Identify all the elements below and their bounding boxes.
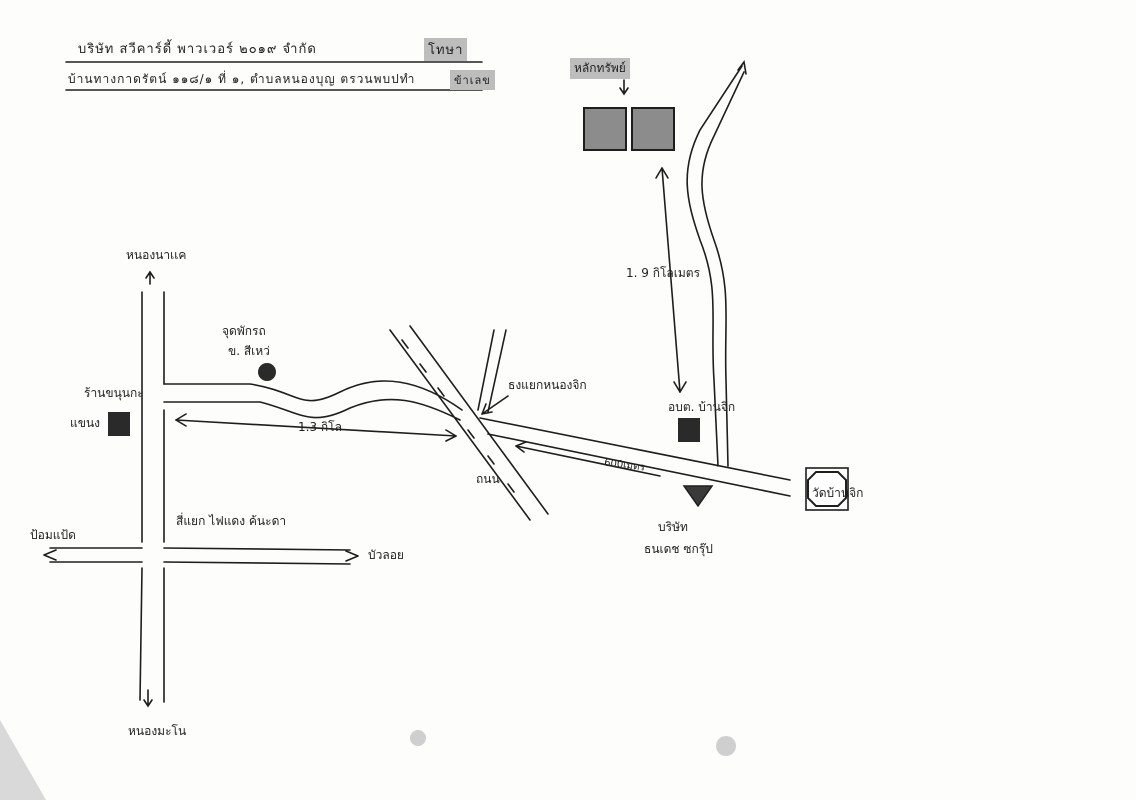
road-winding-north-edge <box>163 380 463 411</box>
company-label: บริษัท <box>658 520 688 534</box>
pointer-market <box>619 79 629 96</box>
scan-hole <box>716 736 736 756</box>
market-building-icon <box>631 107 675 151</box>
rest-stop-label: จุดพักรถ <box>222 324 266 338</box>
highway-center-dashes <box>401 339 515 493</box>
road-north-spur <box>477 329 507 413</box>
east-road-label: บัวลอย <box>368 548 404 562</box>
road-winding-south-edge <box>163 398 461 421</box>
distance-vertical-label: 1. 9 กิโลเมตร <box>626 266 701 280</box>
arrow-south-road <box>143 689 153 708</box>
road-north-west-edge <box>686 65 743 467</box>
distance-left-label: 1.3 กิโล <box>298 420 342 434</box>
distance-arrow-left <box>175 419 457 437</box>
market-building-icon <box>583 107 627 151</box>
road-horizontal-north-edge <box>49 547 351 551</box>
arrow-north-road <box>145 270 155 285</box>
header-address-tag: ข้าเลข <box>450 70 495 90</box>
company-label-sub: ธนเดช ซกรุ๊ป <box>644 542 713 556</box>
junction-road-label: ถนน <box>476 472 500 486</box>
distance-arrow-company <box>515 445 661 477</box>
temple-box <box>805 467 849 511</box>
road-temple-north-edge <box>479 417 791 481</box>
highway-diagonal-west-edge <box>389 329 531 521</box>
office-square-icon <box>678 418 700 442</box>
junction-label: ธงแยกหนองจิก <box>508 378 587 392</box>
arrow-east-road <box>345 550 359 562</box>
temple-label: วัดบ้านจิก <box>812 486 864 500</box>
scan-hole <box>410 730 426 746</box>
road-north-east-edge <box>701 71 745 467</box>
header-company-line: บริษัท สวีคาร์ดี้ พาวเวอร์ ๒๐๑๙ จำกัด <box>78 42 317 57</box>
shop-label: ร้านขนุนกะ <box>84 386 144 400</box>
pointer-junction <box>481 395 509 415</box>
road-horizontal-south-edge <box>49 561 351 565</box>
shop-label-sub: แขนง <box>70 416 100 430</box>
rest-stop-dot-icon <box>258 363 276 381</box>
office-label: อบต. บ้านจิก <box>668 400 736 414</box>
west-road-label: ป้อมแป้ด <box>30 528 76 542</box>
shop-square-icon <box>108 412 130 436</box>
company-triangle-icon <box>682 485 714 508</box>
market-label: หลักทรัพย์ <box>570 58 630 79</box>
road-temple-south-edge <box>487 433 791 497</box>
road-left-vertical-west-edge <box>139 291 143 701</box>
temple-octagon-icon <box>807 471 847 507</box>
road-label-south: หนองมะโน <box>128 724 187 738</box>
header-address-line: บ้านทางกาดรัตน์ ๑๑๘/๑ ที่ ๑, ตำบลหนองบุญ… <box>68 72 416 86</box>
road-label-north: หนองนาเเค <box>126 248 187 262</box>
highway-diagonal-east-edge <box>409 325 549 515</box>
arrow-west-road <box>43 549 57 561</box>
intersection-label: สี่แยก ไฟแดง ค้นะดา <box>176 514 287 528</box>
header-company-tag: โทษา <box>424 38 468 61</box>
distance-arrow-vertical <box>661 167 681 393</box>
arrow-north-east-road <box>737 60 747 75</box>
rest-stop-label-sub: ข. สีเหว่ <box>228 344 270 358</box>
